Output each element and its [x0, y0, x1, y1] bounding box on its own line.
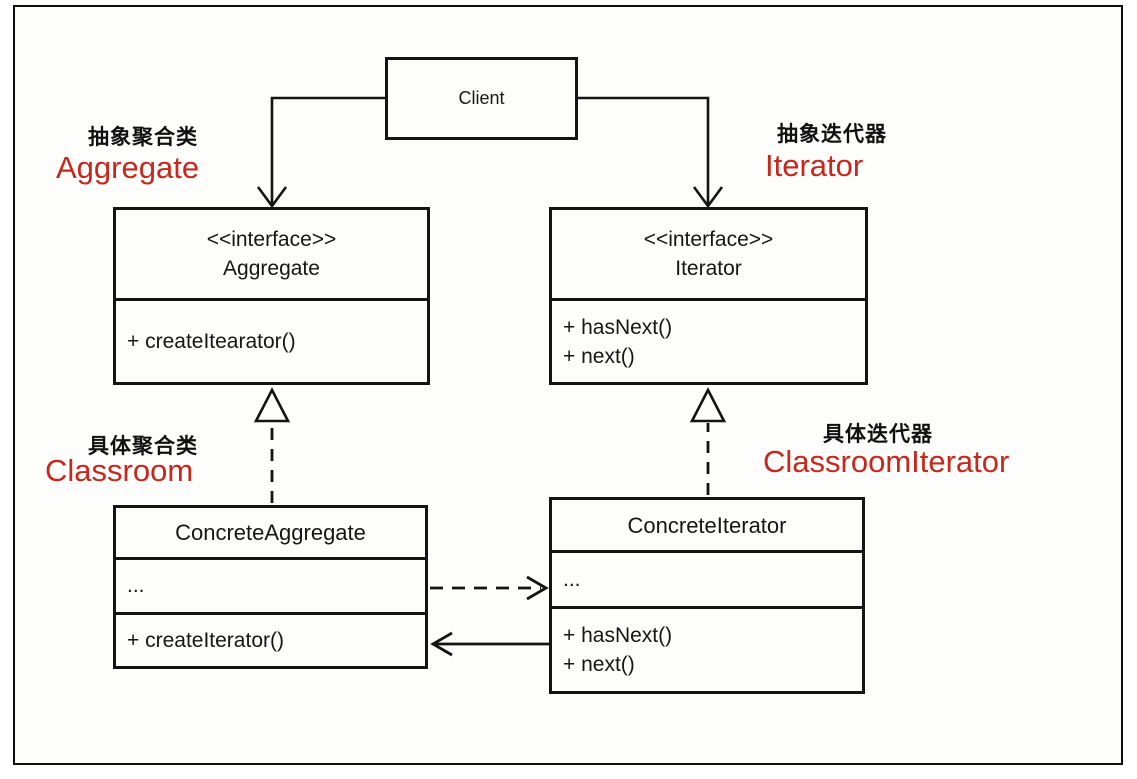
- method-create-iterator: + createIterator(): [127, 628, 284, 652]
- iterator-interface-box[interactable]: <<interface>> Iterator + hasNext() + nex…: [549, 207, 868, 385]
- concrete-iterator-box[interactable]: ConcreteIterator ... + hasNext() + next(…: [549, 497, 865, 694]
- concrete-aggregate-fields: ...: [116, 557, 425, 612]
- label-concrete-iterator-zh: 具体迭代器: [823, 423, 933, 446]
- label-concrete-iterator-en: ClassroomIterator: [763, 444, 1010, 479]
- label-abstract-aggregate-zh: 抽象聚合类: [88, 126, 198, 149]
- aggregate-interface-header: <<interface>> Aggregate: [116, 210, 427, 298]
- aggregate-stereotype: <<interface>>: [206, 228, 337, 251]
- method-next: + next(): [563, 344, 635, 368]
- aggregate-interface-box[interactable]: <<interface>> Aggregate + createItearato…: [113, 207, 430, 385]
- method-has-next: + hasNext(): [563, 315, 673, 339]
- concrete-iterator-methods: + hasNext() + next(): [552, 606, 862, 691]
- concrete-aggregate-methods: + createIterator(): [116, 611, 425, 667]
- aggregate-name: Aggregate: [223, 257, 320, 280]
- iterator-stereotype: <<interface>>: [643, 228, 774, 251]
- concrete-aggregate-title: ConcreteAggregate: [116, 508, 425, 557]
- label-concrete-aggregate-en: Classroom: [45, 453, 194, 488]
- concrete-aggregate-name: ConcreteAggregate: [175, 520, 366, 545]
- iterator-methods: + hasNext() + next(): [552, 298, 865, 382]
- fields-ellipsis: ...: [563, 568, 581, 591]
- label-abstract-iterator-en: Iterator: [765, 148, 864, 183]
- method-has-next: + hasNext(): [563, 624, 673, 647]
- aggregate-methods: + createItearator(): [116, 298, 427, 382]
- method-create-itearator: + createItearator(): [127, 330, 296, 353]
- iterator-interface-header: <<interface>> Iterator: [552, 210, 865, 298]
- label-abstract-aggregate-en: Aggregate: [56, 150, 200, 185]
- label-concrete-aggregate-zh: 具体聚合类: [88, 435, 198, 458]
- fields-ellipsis: ...: [127, 574, 145, 598]
- client-class-name: Client: [458, 88, 505, 108]
- client-class-box[interactable]: Client: [385, 57, 578, 140]
- concrete-iterator-title: ConcreteIterator: [552, 500, 862, 550]
- label-abstract-iterator-zh: 抽象迭代器: [777, 123, 887, 146]
- concrete-iterator-fields: ...: [552, 550, 862, 606]
- iterator-name: Iterator: [675, 257, 742, 280]
- concrete-iterator-name: ConcreteIterator: [627, 512, 787, 538]
- concrete-aggregate-box[interactable]: ConcreteAggregate ... + createIterator(): [113, 505, 428, 669]
- method-next: + next(): [563, 653, 635, 676]
